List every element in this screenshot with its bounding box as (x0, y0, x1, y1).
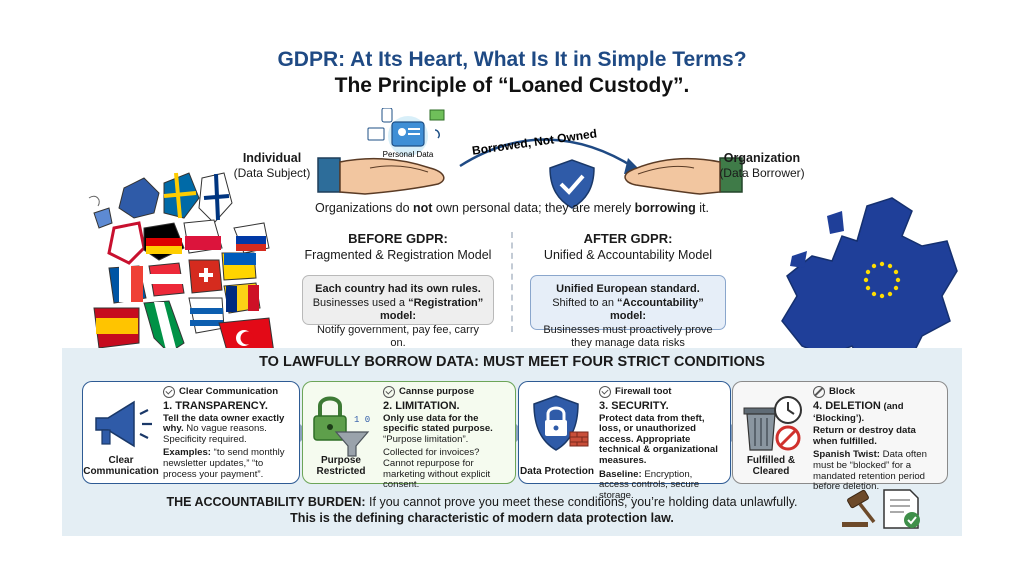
security-title: 3. SECURITY. (599, 400, 669, 412)
individual-label: Individual (Data Subject) (233, 151, 311, 180)
arrow-label: Borrowed, Not Owned (471, 126, 598, 157)
deletion-caption: Fulfilled & Cleared (746, 455, 796, 477)
deletion-spanish-twist: Spanish Twist: Data often must be “block… (813, 449, 927, 493)
deletion-text: Return or destroy data when fulfilled. (813, 425, 916, 447)
transfer-arrow (459, 138, 636, 170)
deletion-tag: Block (813, 386, 941, 398)
shield-check-icon (549, 159, 595, 209)
transparency-examples: Examples: “to send monthly newsletter up… (163, 447, 285, 480)
deletion-card: Fulfilled & Cleared Block 4. DELETION (a… (732, 381, 948, 492)
transparency-text: Tell the data owner exactly why. No vagu… (163, 412, 285, 445)
document-check-icon (883, 489, 920, 529)
transparency-card: Clear Communication Clear Communication … (82, 381, 300, 484)
receiving-hand-icon (624, 157, 743, 195)
limitation-caption: Purpose Restricted (316, 455, 366, 477)
after-gdpr-box: Unified European standard. Shifted to an… (530, 275, 726, 363)
limitation-card: 1 0 Purpose Restricted Cannse purpose 2.… (302, 381, 516, 490)
check-circle-icon (599, 386, 611, 398)
giving-hand-icon (317, 157, 445, 195)
after-gdpr-heading: AFTER GDPR: Unified & Accountability Mod… (543, 231, 713, 262)
megaphone-icon (95, 400, 152, 448)
deletion-title: 4. DELETION (and ‘Blocking’). (813, 400, 904, 424)
data-exchange-illustration: Personal Data Borrowed, Not Owned (317, 108, 743, 209)
security-caption: Data Protection (520, 466, 594, 477)
personal-data-icon (367, 108, 445, 156)
transparency-tag: Clear Communication (163, 386, 293, 398)
eu-stars (863, 261, 901, 299)
lock-funnel-icon: 1 0 (313, 396, 370, 457)
security-tag: Firewall toot (599, 386, 724, 398)
transparency-caption: Clear Communication (83, 455, 159, 477)
conditions-title: TO LAWFULLY BORROW DATA: MUST MEET FOUR … (259, 354, 765, 370)
accountability-burden: THE ACCOUNTABILITY BURDEN: If you cannot… (166, 495, 798, 525)
transparency-title: 1. TRANSPARENCY. (163, 400, 268, 412)
organization-label: Organization (Data Borrower) (719, 151, 805, 180)
infographic: GDPR: At Its Heart, What Is It in Simple… (62, 38, 962, 536)
trash-clock-icon (743, 396, 802, 451)
check-circle-icon (383, 386, 395, 398)
puzzle-map-icon (88, 172, 274, 359)
shield-lock-icon (533, 395, 589, 451)
page-title: GDPR: At Its Heart, What Is It in Simple… (277, 48, 747, 71)
before-gdpr-box: Each country had its own rules. Business… (302, 275, 494, 349)
security-text: Protect data from theft, loss, or unauth… (599, 412, 718, 466)
check-circle-icon (163, 386, 175, 398)
limitation-text: Only use data for the specific stated pu… (383, 412, 493, 445)
before-gdpr-heading: BEFORE GDPR: Fragmented & Registration M… (304, 231, 492, 262)
era-divider (511, 232, 513, 332)
gavel-icon (842, 489, 876, 527)
block-circle-icon (813, 386, 825, 398)
security-baseline: Baseline: Encryption, access controls, s… (599, 468, 700, 501)
svg-text:1 0: 1 0 (354, 415, 370, 425)
security-card: Data Protection Firewall toot 3. SECURIT… (518, 381, 731, 501)
page-subtitle: The Principle of “Loaned Custody”. (334, 74, 690, 97)
law-icons (842, 489, 920, 529)
ownership-note: Organizations do not own personal data; … (315, 201, 709, 215)
limitation-example: Collected for invoices? Cannot repurpose… (383, 447, 491, 491)
eu-map-icon (781, 197, 958, 373)
limitation-title: 2. LIMITATION. (383, 400, 460, 412)
personal-data-label: Personal Data (383, 150, 434, 159)
limitation-tag: Cannse purpose (383, 386, 509, 398)
